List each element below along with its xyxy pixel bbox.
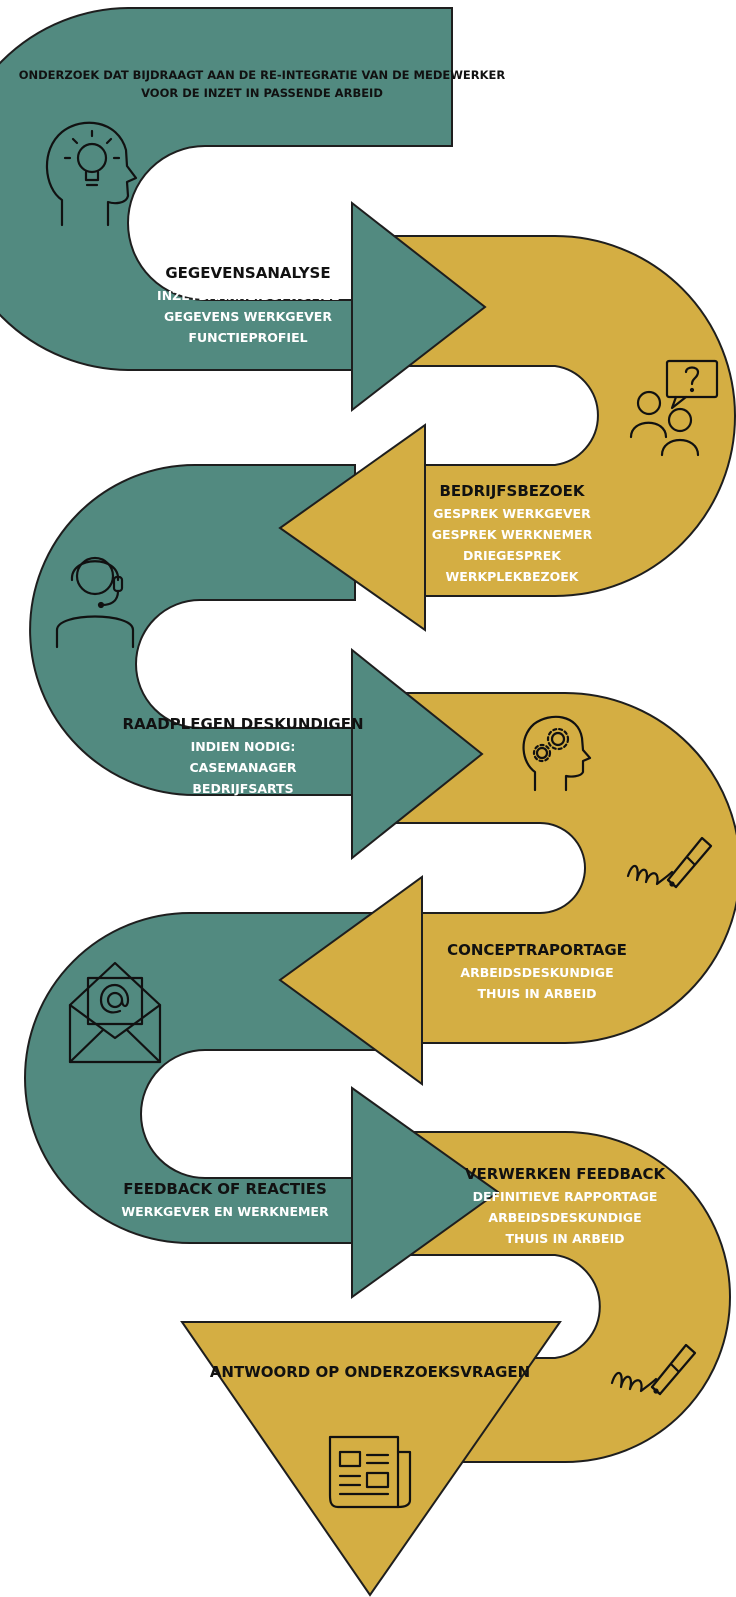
step-5-title: FEEDBACK OF REACTIES [123, 1180, 327, 1198]
final-title: ANTWOORD OP ONDERZOEKSVRAGEN [210, 1363, 530, 1381]
arrow-right-1 [351, 200, 487, 413]
intro-line-2: VOOR DE INZET IN PASSENDE ARBEID [141, 86, 383, 100]
arrow-right-5 [351, 1086, 500, 1299]
fountain-pen-signature-icon [626, 836, 713, 889]
step-4-title: CONCEPTRAPORTAGE [447, 941, 627, 959]
lightbulb-head-icon [45, 121, 138, 227]
step-6-title: VERWERKEN FEEDBACK [465, 1165, 667, 1183]
step-2-title: BEDRIJFSBEZOEK [439, 482, 585, 500]
conversation-question-icon [629, 359, 719, 457]
step-3-line-1: INDIEN NODIG: [191, 739, 296, 754]
step-2-line-2: GESPREK WERKNEMER [432, 527, 593, 542]
step-1-title: GEGEVENSANALYSE [165, 264, 330, 282]
arrow-left-2 [278, 423, 426, 632]
arrow-left-4 [278, 875, 423, 1086]
step-3-line-2: CASEMANAGER [189, 760, 296, 775]
step-3-title: RAADPLEGEN DESKUNDIGEN [122, 715, 363, 733]
step-6-line-3: THUIS IN ARBEID [505, 1231, 624, 1246]
step-2-line-3: DRIEGESPREK [463, 548, 562, 563]
step-1-line-3: FUNCTIEPROFIEL [188, 330, 307, 345]
step-6-line-2: ARBEIDSDESKUNDIGE [488, 1210, 641, 1225]
fountain-pen-signature-icon [610, 1343, 697, 1396]
gears-head-icon [522, 715, 592, 792]
step-6-line-1: DEFINITIEVE RAPPORTAGE [473, 1189, 658, 1204]
headset-person-icon [55, 556, 135, 649]
flow-band-1 [0, 7, 453, 371]
step-1-line-1: INZETBAARHEIDSPROFIEL [157, 288, 339, 303]
envelope-at-icon [68, 961, 162, 1064]
step-5-line-1: WERKGEVER EN WERKNEMER [121, 1204, 329, 1219]
arrow-right-3 [351, 647, 484, 861]
newspaper-icon [328, 1435, 412, 1509]
step-4-line-1: ARBEIDSDESKUNDIGE [460, 965, 613, 980]
final-triangle [180, 1321, 562, 1597]
step-3-line-3: BEDRIJFSARTS [192, 781, 293, 796]
step-2-line-4: WERKPLEKBEZOEK [446, 569, 580, 584]
step-4-line-2: THUIS IN ARBEID [477, 986, 596, 1001]
step-1-line-2: GEGEVENS WERKGEVER [164, 309, 332, 324]
intro-line-1: ONDERZOEK DAT BIJDRAAGT AAN DE RE-INTEGR… [19, 68, 506, 82]
flow-band-3 [29, 464, 356, 796]
step-2-line-1: GESPREK WERKGEVER [433, 506, 591, 521]
